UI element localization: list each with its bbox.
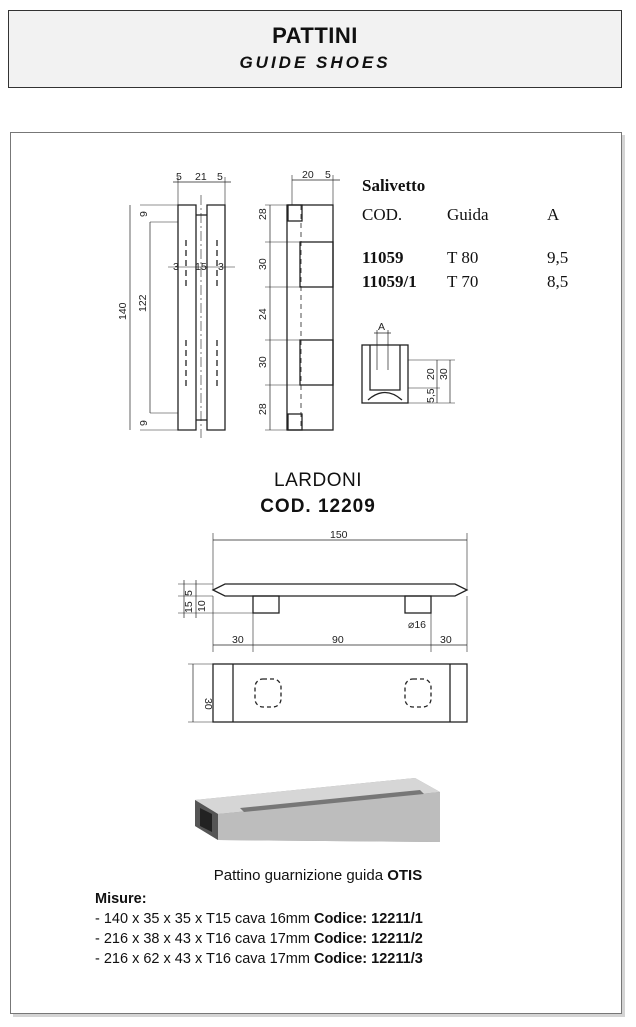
table-cell-guida: T 80 — [447, 248, 479, 267]
page-title: PATTINI — [272, 23, 358, 48]
dim-label: 30 — [257, 356, 269, 368]
lardoni-code: COD. 12209 — [260, 496, 376, 517]
salivetto-title: Salivetto — [362, 176, 426, 195]
dim-label: 30 — [202, 698, 214, 710]
table-cell-cod: 11059/1 — [362, 272, 417, 291]
dim-label: 3 — [218, 261, 224, 273]
dim-label: 5 — [176, 171, 182, 183]
table-cell-cod: 11059 — [362, 248, 404, 267]
item-code: 12211/2 — [371, 931, 423, 947]
drawing-profile-side — [129, 177, 235, 438]
dim-label: 21 — [195, 171, 207, 183]
list-item: - 140 x 35 x 35 x T15 cava 16mm Codice: … — [95, 909, 423, 929]
col-header-guida: Guida — [447, 205, 489, 224]
drawing-section — [361, 330, 455, 404]
dim-label: 5,5 — [425, 388, 437, 403]
dim-label: 30 — [438, 368, 450, 380]
content-panel — [10, 132, 622, 1014]
dim-label: 30 — [257, 258, 269, 270]
dim-label: 5 — [183, 590, 195, 596]
dim-label: 30 — [232, 634, 244, 646]
caption-brand: OTIS — [387, 867, 423, 884]
dim-label: 122 — [137, 294, 149, 312]
drawing-front-view — [265, 175, 340, 431]
dim-label: 15 — [195, 261, 207, 273]
item-code: 12211/1 — [371, 911, 423, 927]
item-text: - 140 x 35 x 35 x T15 cava 16mm — [95, 911, 310, 927]
dim-label: 140 — [117, 302, 129, 320]
dim-label: 5 — [217, 171, 223, 183]
dim-label: 5 — [325, 169, 331, 181]
misure-list: Misure: - 140 x 35 x 35 x T15 cava 16mm … — [95, 889, 423, 969]
dim-label: 20 — [302, 169, 314, 181]
dim-label: 30 — [440, 634, 452, 646]
table-cell-guida: T 70 — [447, 272, 479, 291]
table-cell-a: 8,5 — [547, 272, 569, 291]
product-caption: Pattino guarnizione guida OTIS — [0, 867, 636, 884]
dim-label: 9 — [138, 211, 150, 217]
col-header-a: A — [547, 205, 560, 224]
salivetto-table: Salivetto COD. Guida A 11059 T 80 9,5 11… — [362, 176, 568, 291]
item-text: - 216 x 38 x 43 x T16 cava 17mm — [95, 931, 310, 947]
list-item: - 216 x 38 x 43 x T16 cava 17mm Codice: … — [95, 929, 423, 949]
dim-label: 150 — [330, 529, 348, 541]
item-code-label: Codice: — [313, 951, 368, 967]
drawing-lardoni-top — [188, 663, 468, 723]
list-item: - 216 x 62 x 43 x T16 cava 17mm Codice: … — [95, 949, 423, 969]
caption-text: Pattino guarnizione guida — [213, 867, 384, 884]
lardoni-title: LARDONI — [274, 470, 362, 491]
dim-label: 3 — [173, 261, 179, 273]
dim-label: 10 — [196, 600, 208, 612]
page-subtitle: GUIDE SHOES — [239, 53, 391, 72]
item-code: 12211/3 — [371, 951, 423, 967]
dim-label: 24 — [257, 308, 269, 320]
table-cell-a: 9,5 — [547, 248, 569, 267]
col-header-cod: COD. — [362, 205, 403, 224]
dim-label: ⌀16 — [408, 619, 426, 631]
dim-label: 90 — [332, 634, 344, 646]
drawing-lardoni-side — [178, 533, 469, 652]
dim-label: 15 — [183, 601, 195, 613]
misure-label: Misure: — [95, 891, 147, 907]
guide-shoe-photo — [195, 778, 440, 842]
dim-label: A — [378, 321, 385, 333]
dim-label: 9 — [138, 420, 150, 426]
dim-label: 20 — [425, 368, 437, 380]
item-code-label: Codice: — [313, 931, 368, 947]
item-code-label: Codice: — [313, 911, 368, 927]
item-text: - 216 x 62 x 43 x T16 cava 17mm — [95, 951, 310, 967]
page-header: PATTINI GUIDE SHOES — [8, 10, 622, 88]
dim-label: 28 — [257, 208, 269, 220]
dim-label: 28 — [257, 403, 269, 415]
